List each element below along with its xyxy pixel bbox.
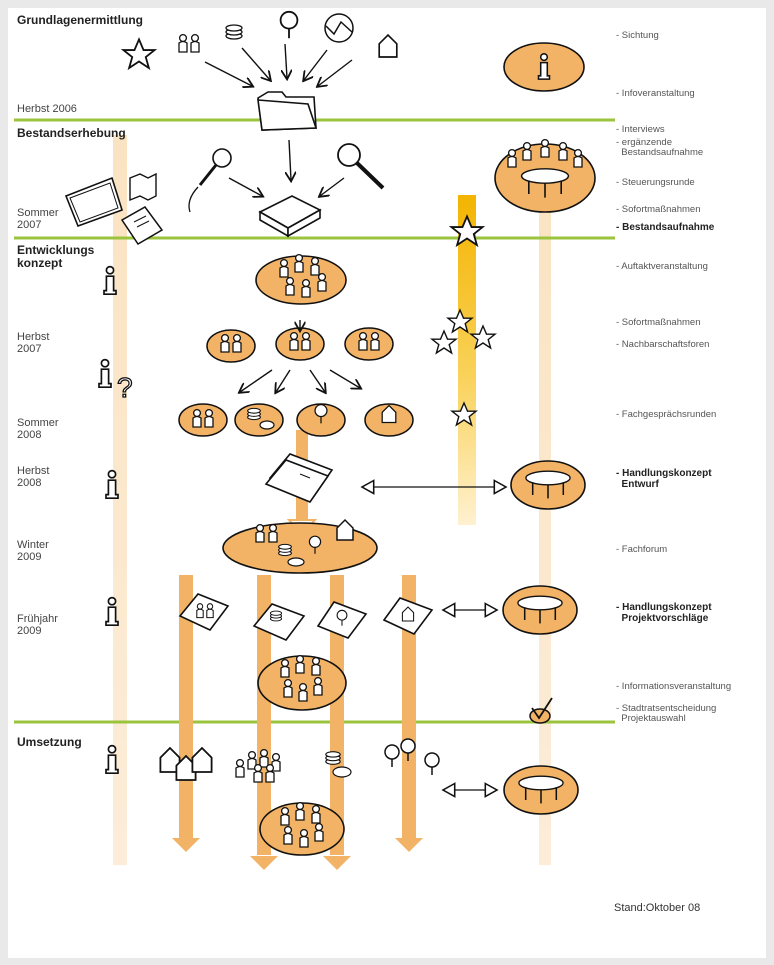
people-icon [178, 33, 200, 53]
yellow-stream [458, 195, 476, 525]
label-infoveranstaltung: - Infoveranstaltung [616, 88, 695, 99]
info-icon [105, 596, 119, 627]
phase-entwicklungskonzept: Entwicklungs konzept [17, 243, 95, 270]
checkmark-icon [529, 697, 553, 724]
round-table-icon [510, 460, 586, 510]
steering-round-icon [494, 138, 596, 213]
label-sofortmassnahmen-2: - Sofortmaßnahmen [616, 317, 701, 328]
folder-icon [257, 91, 318, 131]
label-ergaenzende-bestandsaufnahme: - ergänzende Bestandsaufnahme [616, 137, 704, 158]
information-event-icon [257, 654, 347, 711]
chart-circle-icon [324, 13, 354, 43]
round-table-icon [502, 585, 578, 635]
document-icon [120, 206, 164, 246]
label-sichtung: - Sichtung [616, 30, 659, 41]
project-doc-tree-icon [316, 601, 368, 639]
expert-round-tree-icon [296, 403, 346, 437]
info-icon [105, 744, 119, 775]
money-icon [325, 751, 352, 778]
label-handlungskonzept-entwurf: - Handlungskonzept Entwurf [616, 468, 712, 490]
expert-round-house-icon [364, 403, 414, 437]
house-icon [378, 34, 398, 58]
label-fachgespraechsrunden: - Fachgesprächsrunden [616, 409, 717, 420]
label-handlungskonzept-projektvorschlaege: - Handlungskonzept Projektvorschläge [616, 602, 712, 624]
magnifier-icon [337, 143, 385, 190]
microphone-icon [188, 148, 232, 213]
label-nachbarschaftsforen: - Nachbarschaftsforen [616, 339, 710, 350]
label-auftaktveranstaltung: - Auftaktveranstaltung [616, 261, 708, 272]
gather-arrows [228, 139, 345, 196]
phase-umsetzung: Umsetzung [17, 735, 82, 749]
info-icon [105, 469, 119, 500]
time-sommer-2008: Sommer 2008 [17, 417, 59, 441]
implementation-arrows [172, 575, 423, 870]
expert-round-people-icon [178, 403, 228, 437]
stand-date: Stand:Oktober 08 [614, 902, 701, 914]
forum-arrows [240, 320, 360, 392]
label-stadtratsentscheidung: - Stadtratsentscheidung Projektauswahl [616, 703, 717, 724]
label-bestandsaufnahme: - Bestandsaufnahme [616, 222, 715, 233]
star-icon [122, 38, 156, 69]
phase-grundlagenermittlung: Grundlagenermittlung [17, 13, 143, 27]
svg-text:?: ? [117, 372, 133, 403]
time-sommer-2007: Sommer 2007 [17, 207, 59, 231]
time-herbst-2008: Herbst 2008 [17, 465, 50, 489]
right-stream [539, 175, 551, 865]
collect-arrows [204, 43, 353, 86]
tree-icon [279, 10, 299, 40]
map-icon [129, 172, 157, 202]
label-interviews: - Interviews [616, 124, 665, 135]
round-table-icon [503, 765, 579, 815]
binder-icon [258, 195, 322, 238]
info-icon [103, 265, 117, 296]
project-doc-money-icon [252, 603, 306, 641]
label-steuerungsrunde: - Steuerungsrunde [616, 177, 695, 188]
info-question-icon: ? [98, 358, 133, 404]
forum-left-icon [206, 329, 256, 363]
implementation-event-icon [259, 801, 345, 856]
time-winter-2009: Winter 2009 [17, 539, 49, 563]
computer-icon [64, 176, 123, 228]
left-stream [113, 135, 127, 865]
label-sofortmassnahmen-1: - Sofortmaßnahmen [616, 204, 701, 215]
label-informationsveranstaltung: - Informationsveranstaltung [616, 681, 732, 692]
expert-round-money-icon [234, 403, 284, 437]
time-herbst-2007: Herbst 2007 [17, 331, 50, 355]
phase-bestandserhebung: Bestandserhebung [17, 126, 126, 140]
project-doc-people-icon [178, 593, 230, 631]
draft-documents-icon [264, 453, 334, 503]
coins-icon [225, 24, 243, 40]
time-herbst-2006: Herbst 2006 [17, 103, 77, 115]
info-table-icon [503, 42, 585, 92]
label-fachforum: - Fachforum [616, 544, 668, 555]
kickoff-event-icon [255, 253, 347, 305]
time-fruehjahr-2009: Frühjahr 2009 [17, 613, 58, 637]
forum-middle-icon [275, 327, 325, 361]
expert-forum-icon [222, 519, 378, 574]
project-doc-house-icon [382, 597, 434, 635]
forum-right-icon [344, 327, 394, 361]
